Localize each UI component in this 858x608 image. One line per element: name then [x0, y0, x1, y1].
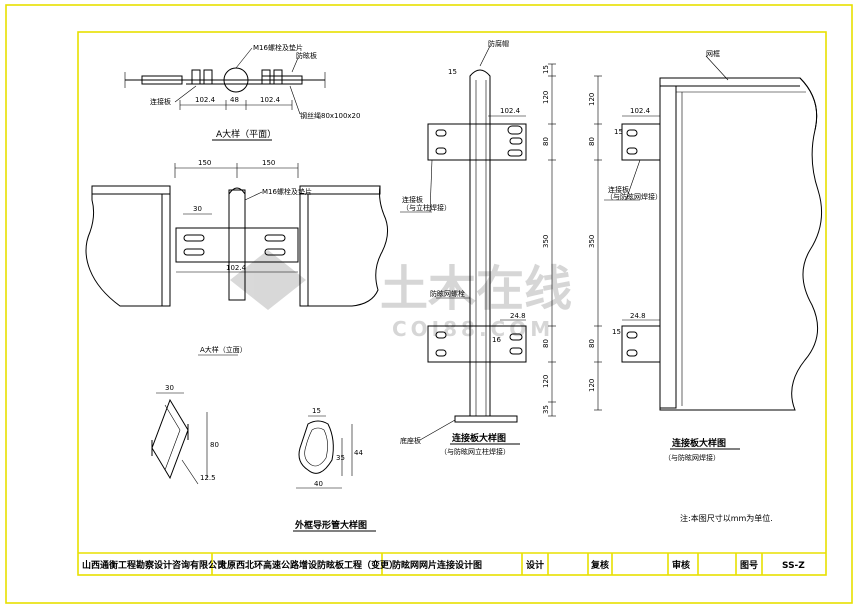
post-vdim-0: 15 — [542, 65, 550, 74]
post-vdim-2: 80 — [542, 137, 550, 146]
panel-dim-gap1: 15 — [614, 128, 623, 136]
plan-note-wire: 钢丝绳80x100x20 — [300, 111, 360, 120]
post-vdim-6: 35 — [542, 405, 550, 414]
post-vdim-5: 120 — [542, 375, 550, 388]
plan-dim-left: 102.4 — [195, 96, 216, 104]
inner-frame — [77, 31, 827, 576]
sec-b-dim-h1: 35 — [336, 454, 345, 462]
panel-vdim-4: 120 — [588, 379, 596, 392]
sec-b-dim-top: 15 — [312, 407, 321, 415]
post-note-plate-2: （与立柱焊接） — [402, 203, 451, 212]
post-vdim-1: 120 — [542, 91, 550, 104]
sec-a-dim-side: 80 — [210, 441, 219, 449]
plan-dim-right: 102.4 — [260, 96, 281, 104]
plan-title: A大样（平面） — [216, 128, 276, 140]
panel-detail: 网框 102.4 15 连接板 （与防眩网焊接） 24.8 15 120 80 … — [588, 49, 823, 462]
watermark: 土木在线 COI88.COM — [230, 250, 572, 341]
tb-drawing: 防眩网网片连接设计图 — [392, 559, 482, 571]
tb-audit: 审核 — [672, 559, 690, 571]
post-vdims: 15 120 80 350 80 120 35 — [542, 63, 556, 417]
plan-note-plate: 连接板 — [150, 97, 171, 106]
panel-vdim-1: 80 — [588, 137, 596, 146]
plan-view: 102.4 48 102.4 M16螺栓及垫片 防眩板 连接板 钢丝绳80x10… — [124, 43, 360, 141]
section-b: 15 40 35 44 外框导形管大样图 — [293, 407, 376, 532]
tb-review: 复核 — [590, 559, 609, 571]
post-dim-plate-top: 102.4 — [500, 107, 521, 115]
elev-note-bolt: M16螺栓及垫片 — [262, 187, 312, 196]
plan-dim-mid: 48 — [230, 96, 239, 104]
section-a: 30 80 12.5 — [151, 384, 219, 485]
plan-note-panel: 防眩板 — [296, 51, 317, 60]
panel-dim-gap2: 15 — [612, 328, 621, 336]
panel-vdim-3: 80 — [588, 339, 596, 348]
sec-b-dim-width: 40 — [314, 480, 323, 488]
tb-project: 太原西北环高速公路增设防眩板工程（变更） — [217, 559, 398, 571]
sec-a-dim-top: 30 — [165, 384, 174, 392]
unit-note: 注:本图尺寸以mm为单位. — [680, 513, 773, 523]
elevation-view: 150 150 30 102.4 M16螺栓及垫片 A大样（立面） — [85, 159, 388, 356]
panel-dim-plate-top: 102.4 — [630, 107, 651, 115]
watermark-en: COI88.COM — [392, 317, 554, 341]
panel-label-frame: 网框 — [706, 49, 720, 58]
tb-company: 山西通衡工程勘察设计咨询有限公司 — [82, 559, 226, 571]
panel-note-plate-1: 连接板 — [608, 185, 629, 194]
post-title: 连接板大样图 — [452, 432, 506, 444]
post-note-plate-1: 连接板 — [402, 195, 423, 204]
panel-vdim-0: 120 — [588, 93, 596, 106]
post-dim-plate-bot: 24.8 — [510, 312, 526, 320]
sec-a-dim-diag: 12.5 — [200, 474, 216, 482]
elev-dim-right: 150 — [262, 159, 275, 167]
post-vdim-3: 350 — [542, 235, 550, 248]
title-block: 山西通衡工程勘察设计咨询有限公司 太原西北环高速公路增设防眩板工程（变更） 防眩… — [78, 552, 826, 575]
tb-design: 设计 — [526, 559, 544, 571]
sec-b-dim-h2: 44 — [354, 449, 363, 457]
elev-dim-gap: 30 — [193, 205, 202, 213]
tb-sheet-label: 图号 — [740, 560, 758, 571]
post-label-base: 底座板 — [400, 436, 421, 445]
post-label-cap: 防腐帽 — [488, 39, 509, 48]
panel-vdim-2: 350 — [588, 235, 596, 248]
post-dim-gap: 16 — [492, 336, 501, 344]
panel-title: 连接板大样图 — [672, 437, 726, 449]
panel-subtitle: （与防眩网焊接） — [664, 453, 720, 462]
elev-title: A大样（立面） — [200, 345, 247, 354]
panel-dim-plate-bot: 24.8 — [630, 312, 646, 320]
outer-frame — [5, 4, 853, 604]
sec-b-title: 外框导形管大样图 — [294, 519, 367, 531]
elev-dim-left: 150 — [198, 159, 211, 167]
post-note-bolt: 防眩网螺栓 — [430, 289, 465, 298]
post-label-num: 15 — [448, 68, 457, 76]
plan-note-bolt: M16螺栓及垫片 — [253, 43, 303, 52]
post-detail: 防腐帽 15 102.4 连接板 （与立柱焊接） 防眩网螺栓 24.8 16 底… — [400, 39, 556, 456]
tb-sheet-no: SS-Z — [782, 561, 805, 571]
panel-note-plate-2: （与防眩网焊接） — [606, 192, 662, 201]
post-subtitle: （与防眩网立柱焊接） — [440, 447, 510, 456]
post-vdim-4: 80 — [542, 339, 550, 348]
elev-dim-plate: 102.4 — [226, 264, 247, 272]
